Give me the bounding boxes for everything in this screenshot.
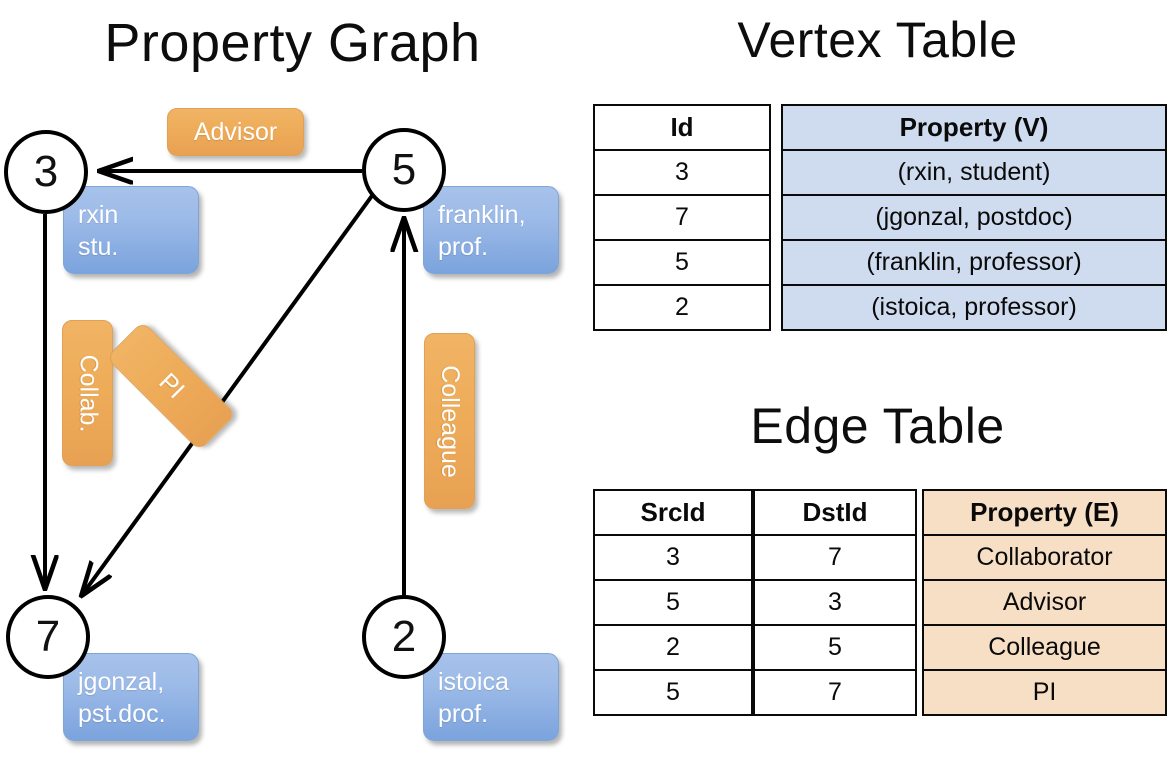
table-header-row: Property (V)	[781, 104, 1167, 151]
vertex-property-franklin-line1: franklin,	[438, 201, 526, 229]
edge-table-cell-dstid: 7	[753, 669, 917, 716]
table-header-row: Property (E)	[922, 489, 1167, 536]
edge-label-colleague: Colleague	[424, 333, 475, 509]
graph-node-2: 2	[362, 595, 446, 679]
section-title-edge-table: Edge Table	[750, 398, 1005, 454]
table-row: 2	[593, 624, 753, 671]
vertex-table-header-id: Id	[593, 104, 771, 151]
edge-label-advisor-text: Advisor	[193, 117, 278, 146]
vertex-table-cell-property: (rxin, student)	[781, 149, 1167, 196]
edge-table-cell-srcid: 5	[593, 669, 753, 716]
table-row: 3	[593, 534, 753, 581]
edge-label-colleague-text: Colleague	[436, 364, 464, 478]
table-row: Collaborator	[922, 534, 1167, 581]
vertex-table-id-column: Id 3 7 5 2	[593, 104, 771, 331]
edge-table-property-column: Property (E) Collaborator Advisor Collea…	[922, 489, 1167, 716]
edge-table-cell-dstid: 5	[753, 624, 917, 671]
vertex-table-cell-property: (istoica, professor)	[781, 284, 1167, 331]
section-title-vertex-table: Vertex Table	[737, 12, 1018, 68]
property-graph-diagram: Advisor Collab. PI Colleague rxin stu. f…	[0, 0, 585, 760]
table-row: 3	[753, 579, 917, 626]
edge-table-cell-property: Colleague	[922, 624, 1167, 671]
edge-table-cell-srcid: 3	[593, 534, 753, 581]
vertex-property-box-jgonzal: jgonzal, pst.doc.	[63, 653, 199, 741]
vertex-table-property-column: Property (V) (rxin, student) (jgonzal, p…	[781, 104, 1167, 331]
table-row: 5	[753, 624, 917, 671]
table-header-row: DstId	[753, 489, 917, 536]
table-row: (jgonzal, postdoc)	[781, 194, 1167, 241]
table-header-row: Id	[593, 104, 771, 151]
vertex-property-istoica-line2: prof.	[438, 700, 489, 728]
table-row: 5	[593, 579, 753, 626]
edge-table-header-srcid: SrcId	[593, 489, 753, 536]
table-row: Colleague	[922, 624, 1167, 671]
edge-table-header-dstid: DstId	[753, 489, 917, 536]
edge-table-cell-dstid: 7	[753, 534, 917, 581]
table-header-row: SrcId	[593, 489, 753, 536]
vertex-property-franklin-line2: prof.	[438, 233, 489, 261]
edge-table-cell-property: Collaborator	[922, 534, 1167, 581]
graph-node-7: 7	[6, 595, 90, 679]
vertex-table-cell-property: (jgonzal, postdoc)	[781, 194, 1167, 241]
edge-table-cell-srcid: 5	[593, 579, 753, 626]
edge-label-collab-text: Collab.	[74, 354, 103, 432]
table-row: 5	[593, 239, 771, 286]
vertex-table-cell-id: 2	[593, 284, 771, 331]
edge-table-cell-dstid: 3	[753, 579, 917, 626]
table-row: (rxin, student)	[781, 149, 1167, 196]
table-row: 5	[593, 669, 753, 716]
table-row: 2	[593, 284, 771, 331]
vertex-table-cell-id: 3	[593, 149, 771, 196]
edge-label-collab: Collab.	[62, 320, 113, 466]
graph-node-3: 3	[4, 130, 88, 214]
graph-edges-layer	[0, 0, 585, 760]
vertex-property-rxin-line2: stu.	[78, 233, 119, 261]
edge-table-cell-property: Advisor	[922, 579, 1167, 626]
table-row: 7	[753, 534, 917, 581]
vertex-property-box-istoica: istoica prof.	[423, 653, 559, 741]
edge-5-to-7-pi	[82, 191, 376, 595]
edge-label-advisor: Advisor	[167, 108, 304, 156]
vertex-property-jgonzal-line1: jgonzal,	[78, 668, 165, 696]
graph-node-5: 5	[362, 128, 446, 212]
table-row: (franklin, professor)	[781, 239, 1167, 286]
table-row: Advisor	[922, 579, 1167, 626]
edge-table-header-property: Property (E)	[922, 489, 1167, 536]
vertex-property-jgonzal-line2: pst.doc.	[78, 700, 166, 728]
page-title-property-graph: Property Graph	[104, 13, 481, 73]
table-row: (istoica, professor)	[781, 284, 1167, 331]
vertex-table-cell-property: (franklin, professor)	[781, 239, 1167, 286]
vertex-table-header-property: Property (V)	[781, 104, 1167, 151]
vertex-table-cell-id: 5	[593, 239, 771, 286]
vertex-property-rxin-line1: rxin	[78, 201, 119, 229]
edge-table-dstid-column: DstId 7 3 5 7	[753, 489, 917, 716]
vertex-property-box-rxin: rxin stu.	[63, 186, 199, 274]
edge-table-srcid-column: SrcId 3 5 2 5	[593, 489, 753, 716]
table-row: 3	[593, 149, 771, 196]
table-row: 7	[593, 194, 771, 241]
vertex-table-cell-id: 7	[593, 194, 771, 241]
vertex-property-box-franklin: franklin, prof.	[423, 186, 559, 274]
table-row: 7	[753, 669, 917, 716]
edge-table-cell-srcid: 2	[593, 624, 753, 671]
vertex-property-istoica-line1: istoica	[438, 668, 509, 696]
edge-label-pi-text: PI	[153, 367, 190, 404]
edge-table-cell-property: PI	[922, 669, 1167, 716]
table-row: PI	[922, 669, 1167, 716]
